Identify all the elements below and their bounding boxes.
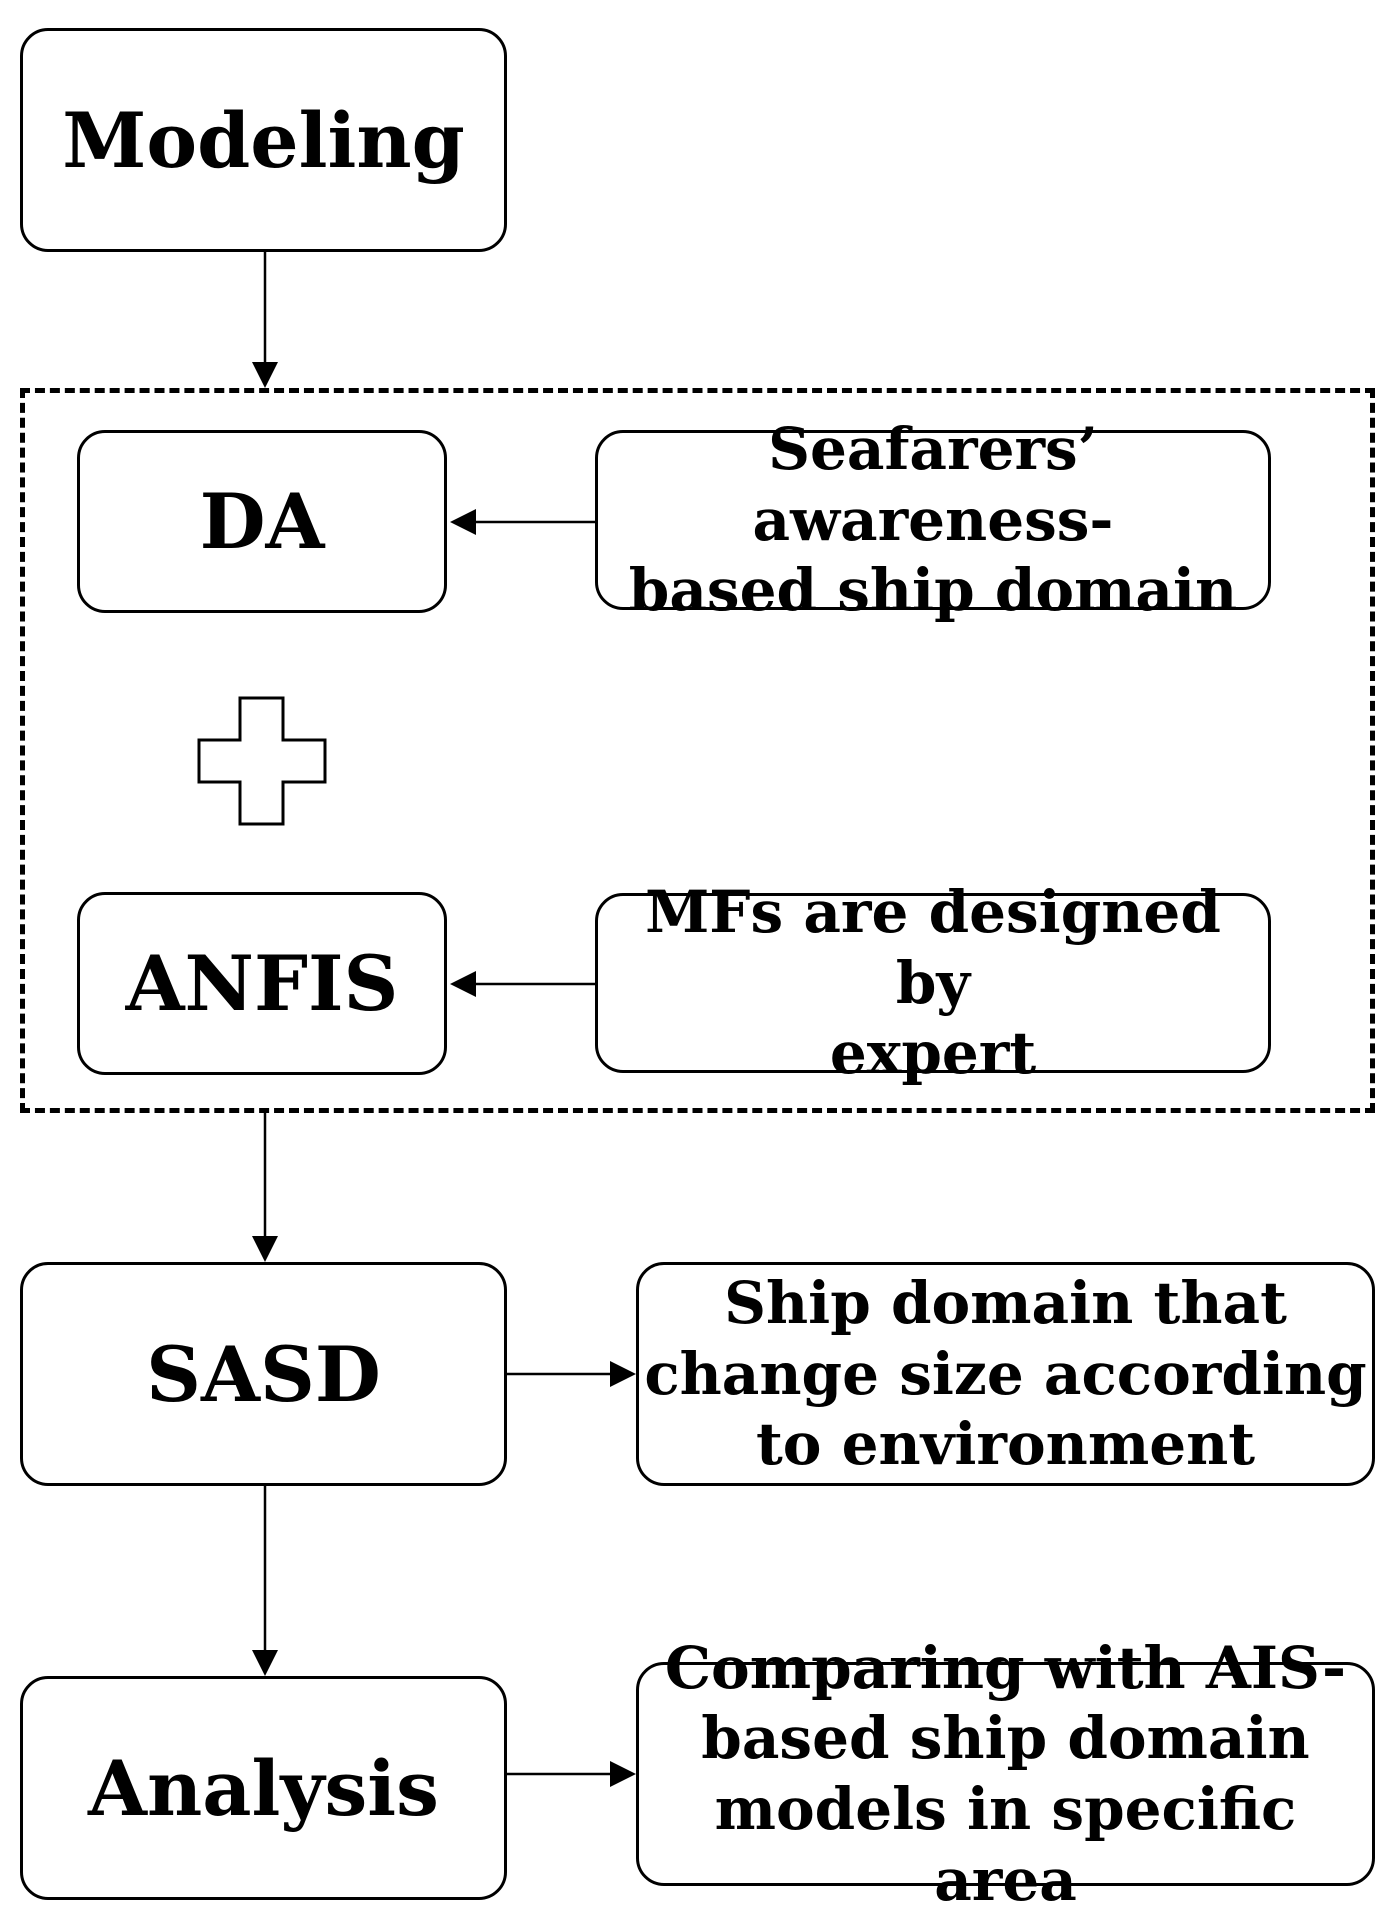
modeling-label: Modeling bbox=[62, 95, 465, 185]
arrowhead bbox=[610, 1761, 636, 1787]
plus-icon bbox=[197, 696, 327, 826]
comparing-note-box: Comparing with AIS- based ship domain mo… bbox=[636, 1634, 1375, 1914]
seafarers-note-box: Seafarers’ awareness- based ship domain bbox=[595, 415, 1271, 624]
mfs-note-box: MFs are designed by expert bbox=[595, 878, 1271, 1087]
fusion-group bbox=[20, 388, 1375, 1113]
comparing-note-label: Comparing with AIS- based ship domain mo… bbox=[664, 1633, 1347, 1914]
arrowhead bbox=[450, 509, 476, 535]
ship-domain-note-label: Ship domain that change size according t… bbox=[644, 1268, 1367, 1479]
modeling-box: Modeling bbox=[20, 28, 507, 252]
ship-domain-note-box: Ship domain that change size according t… bbox=[636, 1262, 1375, 1486]
da-label: DA bbox=[199, 477, 325, 566]
arrowhead bbox=[252, 1650, 278, 1676]
sasd-label: SASD bbox=[146, 1329, 381, 1419]
anfis-label: ANFIS bbox=[125, 939, 399, 1028]
arrowhead bbox=[252, 1236, 278, 1262]
arrowhead bbox=[610, 1361, 636, 1387]
analysis-label: Analysis bbox=[88, 1743, 439, 1833]
anfis-box: ANFIS bbox=[77, 892, 447, 1075]
sasd-box: SASD bbox=[20, 1262, 507, 1486]
analysis-box: Analysis bbox=[20, 1676, 507, 1900]
da-box: DA bbox=[77, 430, 447, 613]
mfs-note-label: MFs are designed by expert bbox=[645, 877, 1221, 1088]
seafarers-note-label: Seafarers’ awareness- based ship domain bbox=[628, 414, 1238, 625]
arrowhead bbox=[450, 971, 476, 997]
arrowhead bbox=[252, 362, 278, 388]
